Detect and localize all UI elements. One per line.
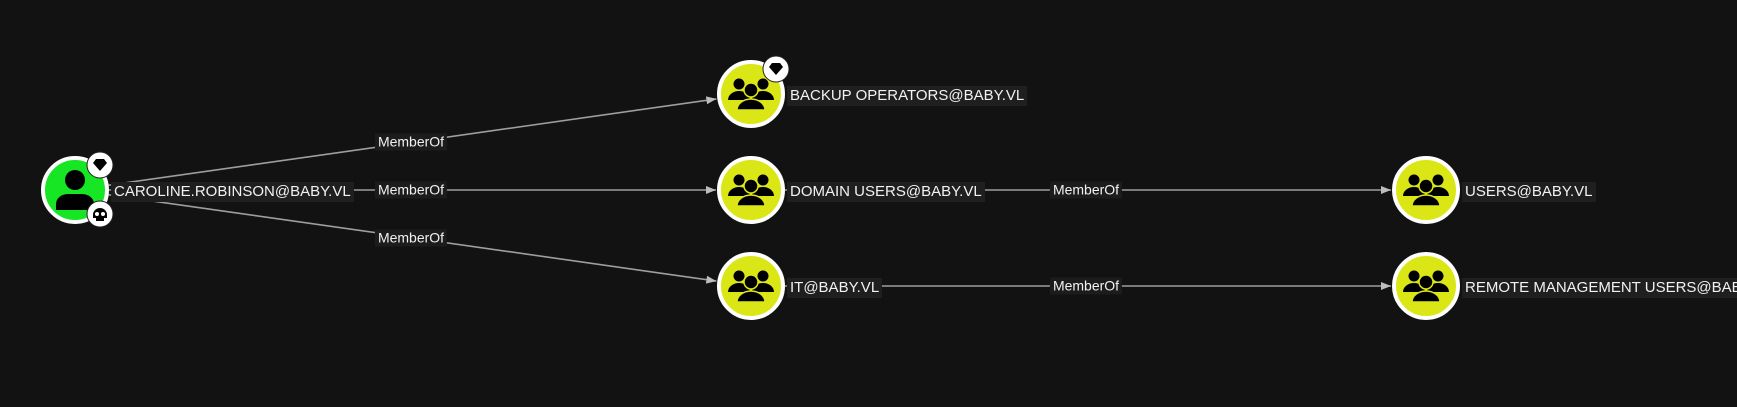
node-label[interactable]: CAROLINE.ROBINSON@BABY.VL [111, 182, 354, 202]
node-label[interactable]: DOMAIN USERS@BABY.VL [787, 182, 985, 202]
node-users[interactable] [1392, 156, 1460, 224]
node-remote[interactable] [1392, 252, 1460, 320]
edge-label[interactable]: MemberOf [374, 181, 448, 199]
edge-label[interactable]: MemberOf [1049, 277, 1123, 295]
node-caroline[interactable] [41, 151, 114, 228]
edge-label[interactable]: MemberOf [374, 229, 448, 247]
edge-label[interactable]: MemberOf [1049, 181, 1123, 199]
node-label[interactable]: USERS@BABY.VL [1462, 182, 1596, 202]
node-label[interactable]: IT@BABY.VL [787, 278, 883, 298]
edge-label[interactable]: MemberOf [374, 133, 448, 151]
skull-icon [86, 200, 114, 228]
node-label[interactable]: REMOTE MANAGEMENT USERS@BABY.VL [1462, 278, 1737, 298]
node-it[interactable] [717, 252, 785, 320]
node-domainusers[interactable] [717, 156, 785, 224]
gem-icon [86, 151, 114, 179]
node-label[interactable]: BACKUP OPERATORS@BABY.VL [787, 86, 1028, 106]
node-backup[interactable] [717, 55, 790, 128]
gem-icon [762, 55, 790, 83]
